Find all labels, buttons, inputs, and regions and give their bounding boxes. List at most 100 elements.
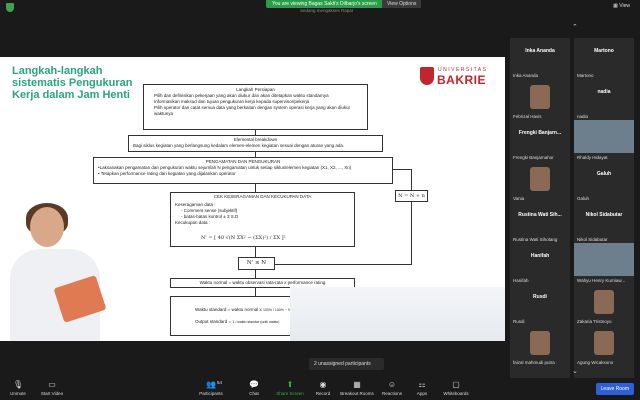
microphone-muted-icon: 🎙 bbox=[13, 380, 24, 389]
record-icon: ◉ bbox=[319, 380, 327, 389]
share-screen-icon: ⬆ bbox=[286, 380, 294, 389]
prep-item: Pilih operator dan catat semua data yang… bbox=[154, 105, 351, 116]
tile-name: Agung Wicaksono bbox=[577, 360, 614, 365]
whiteboard-icon: ▢ bbox=[452, 380, 460, 389]
security-shield-icon[interactable] bbox=[6, 3, 14, 12]
flow-arrow bbox=[255, 130, 256, 135]
record-button[interactable]: ◉ Record bbox=[305, 380, 341, 396]
participant-video bbox=[574, 243, 634, 276]
tile-name: Zakaria Tristnoyo bbox=[577, 319, 612, 324]
standard-time-fraction: 100% / 100% − %allowance bbox=[263, 308, 307, 312]
participant-video bbox=[530, 331, 550, 355]
top-bar: You are viewing Bagas Sakti's Dilbarjo's… bbox=[0, 0, 640, 16]
view-label: View bbox=[619, 3, 630, 9]
participant-tile[interactable]: Frengki Banjarn... Frengki Banjarnahor bbox=[510, 120, 570, 161]
chat-icon: 💬 bbox=[249, 380, 259, 389]
loop-arrow bbox=[411, 202, 412, 264]
tile-big-name: Hanifah bbox=[530, 253, 550, 259]
tile-big-name: Frengki Banjarn... bbox=[518, 130, 562, 136]
participant-tile[interactable]: Vania bbox=[510, 161, 570, 202]
head-shape bbox=[30, 207, 64, 247]
participant-tile[interactable]: Rustina Wati Sih...Rustina Wati Sihotang bbox=[510, 202, 570, 243]
logo-mark-icon bbox=[420, 67, 434, 85]
unmute-button[interactable]: 🎙 Unmute bbox=[0, 380, 36, 396]
observation-item: • Tetapkan performance rating dari kegia… bbox=[98, 171, 236, 176]
chat-button[interactable]: 💬 Chat bbox=[236, 380, 272, 396]
top-caption: Sedang mengakses Rapat bbox=[300, 8, 354, 13]
chat-label: Chat bbox=[249, 391, 259, 396]
loop-arrow bbox=[411, 169, 412, 190]
participants-count: 54 bbox=[217, 380, 223, 385]
tile-name: Frengki Banjarnahor bbox=[513, 155, 554, 160]
output-standard-unit: (unit/ waktu) bbox=[260, 320, 280, 324]
participant-video bbox=[530, 85, 550, 109]
check-line: Kecukupan data : bbox=[175, 220, 211, 225]
observation-box: PENGAMATAN DAN PENGUKURAN •Laksanakan pe… bbox=[93, 157, 393, 184]
screen-share-banner: You are viewing Bagas Sakti's Dilbarjo's… bbox=[266, 0, 383, 8]
participant-video bbox=[594, 290, 614, 314]
tile-name: Febrizal Havis bbox=[513, 114, 542, 119]
tile-name: Hanifah bbox=[513, 278, 529, 283]
breakout-rooms-icon: ▦ bbox=[353, 380, 361, 389]
breakout-rooms-button[interactable]: ▦Breakout Rooms bbox=[339, 380, 375, 396]
reactions-icon: ☺ bbox=[387, 380, 397, 389]
record-label: Record bbox=[315, 391, 331, 396]
check-line: - Comment sense (subjektif) bbox=[181, 208, 238, 213]
participant-tile[interactable]: faizal mahmudi putra bbox=[510, 325, 570, 366]
tile-name: Rusdi bbox=[513, 319, 525, 324]
leave-room-button[interactable]: Leave Room bbox=[595, 383, 634, 395]
slide-title: Langkah-langkah sistematis Pengukuran Ke… bbox=[12, 65, 133, 101]
loop-arrow bbox=[275, 264, 412, 265]
start-video-button[interactable]: ▭Start Video bbox=[34, 380, 70, 396]
tile-big-name: Rustina Wati Sih... bbox=[518, 212, 562, 218]
apps-icon: ⚏ bbox=[418, 380, 426, 389]
breakdown-header: Elemental breakdown bbox=[233, 137, 278, 142]
gallery-down-icon[interactable]: ⌄ bbox=[572, 368, 578, 375]
tile-big-name: nadia bbox=[597, 89, 611, 95]
view-button[interactable]: ▦ View bbox=[613, 3, 630, 9]
increment-n-box: N = N + n bbox=[395, 190, 428, 202]
participant-tile[interactable]: Wahyu Henry Kurniaw... bbox=[574, 243, 634, 284]
participants-button[interactable]: 👥Participants bbox=[193, 380, 229, 396]
tile-big-name: Rusdi bbox=[533, 294, 547, 300]
output-standard-line: Output standard = 1 / waktu standar (uni… bbox=[195, 319, 330, 325]
university-logo: UNIVERSITAS BAKRIE bbox=[420, 65, 500, 91]
tile-name: Galuh bbox=[577, 196, 590, 201]
breakdown-box: Elemental breakdown Bagi siklus kegiatan… bbox=[128, 135, 383, 152]
participant-tile[interactable]: Febrizal Havis bbox=[510, 79, 570, 120]
unmute-label: Unmute bbox=[10, 391, 26, 396]
standard-time-label: Waktu standard = waktu normal x bbox=[195, 307, 262, 312]
unassigned-participants-button[interactable]: 2 unassigned participants bbox=[309, 358, 384, 370]
participant-tile[interactable]: Rhaldy Hidayat bbox=[574, 120, 634, 161]
share-screen-button[interactable]: ⬆Share Screen bbox=[272, 380, 308, 396]
loop-arrow bbox=[393, 169, 412, 170]
participant-tile[interactable]: Zakaria Tristnoyo bbox=[574, 284, 634, 325]
whiteboards-button[interactable]: ▢Whiteboards bbox=[438, 380, 474, 396]
decision-box: N' ≤ N bbox=[238, 257, 275, 270]
tile-name: Martono bbox=[577, 73, 594, 78]
breakdown-text: Bagi siklus kegiatan yang berlangsung ke… bbox=[133, 143, 345, 148]
apps-label: Apps bbox=[416, 391, 428, 396]
flow-arrow bbox=[255, 270, 256, 278]
prep-header: Langkah Persiapan bbox=[236, 87, 275, 92]
participants-icon: 👥 bbox=[206, 380, 216, 389]
reactions-button[interactable]: ☺Reactions bbox=[374, 380, 410, 396]
participant-tile[interactable]: Agung Wicaksono bbox=[574, 325, 634, 366]
tile-name: Wahyu Henry Kurniaw... bbox=[577, 278, 626, 283]
apps-button[interactable]: ⚏ Apps bbox=[404, 380, 440, 396]
check-line: - batas-batas kontrol ± 3 S.D bbox=[181, 214, 239, 219]
sufficiency-formula: N' = [ 40 √(N ΣX² − (ΣX)²) / ΣX ]² bbox=[201, 235, 286, 241]
city-skyline-image bbox=[290, 287, 505, 341]
logo-top-text: UNIVERSITAS bbox=[438, 67, 488, 73]
gallery-up-icon[interactable]: ⌃ bbox=[572, 24, 578, 31]
flow-arrow bbox=[255, 152, 256, 157]
view-options-button[interactable]: View Options bbox=[382, 0, 422, 8]
presenter-illustration bbox=[8, 203, 118, 341]
